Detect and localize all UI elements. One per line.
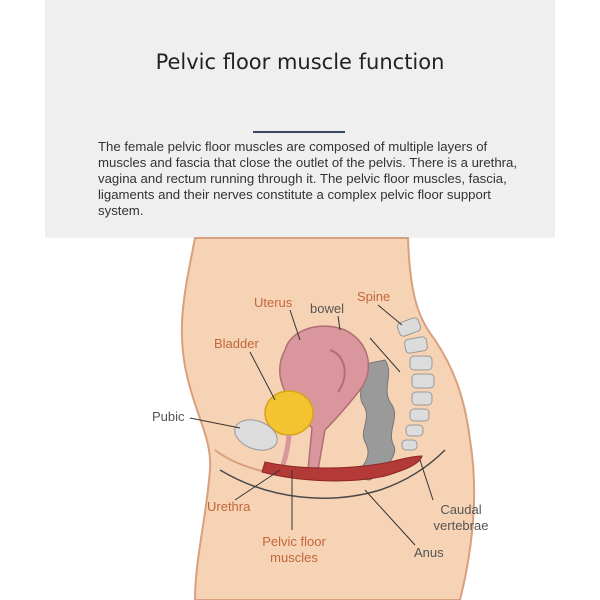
label-pelvic-floor-muscles: Pelvic floor muscles	[252, 534, 336, 566]
spine-bones	[396, 317, 435, 451]
label-anus: Anus	[414, 545, 444, 560]
label-bladder: Bladder	[214, 336, 259, 351]
label-bowel: bowel	[310, 301, 344, 316]
label-pelvic-floor-line1: Pelvic floor	[262, 534, 326, 549]
uterus-shape	[279, 325, 370, 471]
title-divider	[253, 131, 345, 133]
perineum-line	[219, 449, 446, 499]
pelvic-floor-muscle	[261, 455, 423, 482]
label-spine: Spine	[357, 289, 391, 304]
label-uterus: Uterus	[254, 295, 293, 310]
leader-lines	[189, 304, 434, 546]
description-text: The female pelvic floor muscles are comp…	[98, 139, 518, 218]
label-urethra: Urethra	[207, 499, 251, 514]
bowel-leader	[369, 337, 401, 373]
label-pelvic-floor-line2: muscles	[270, 550, 318, 565]
uterus-cavity	[329, 349, 346, 393]
label-caudal-line2: vertebrae	[433, 518, 489, 533]
page-title: Pelvic floor muscle function	[155, 50, 445, 74]
label-caudal-line1: Caudal	[440, 502, 482, 517]
label-pubic: Pubic	[152, 409, 185, 424]
label-caudal-vertebrae: Caudal vertebrae	[428, 502, 494, 534]
